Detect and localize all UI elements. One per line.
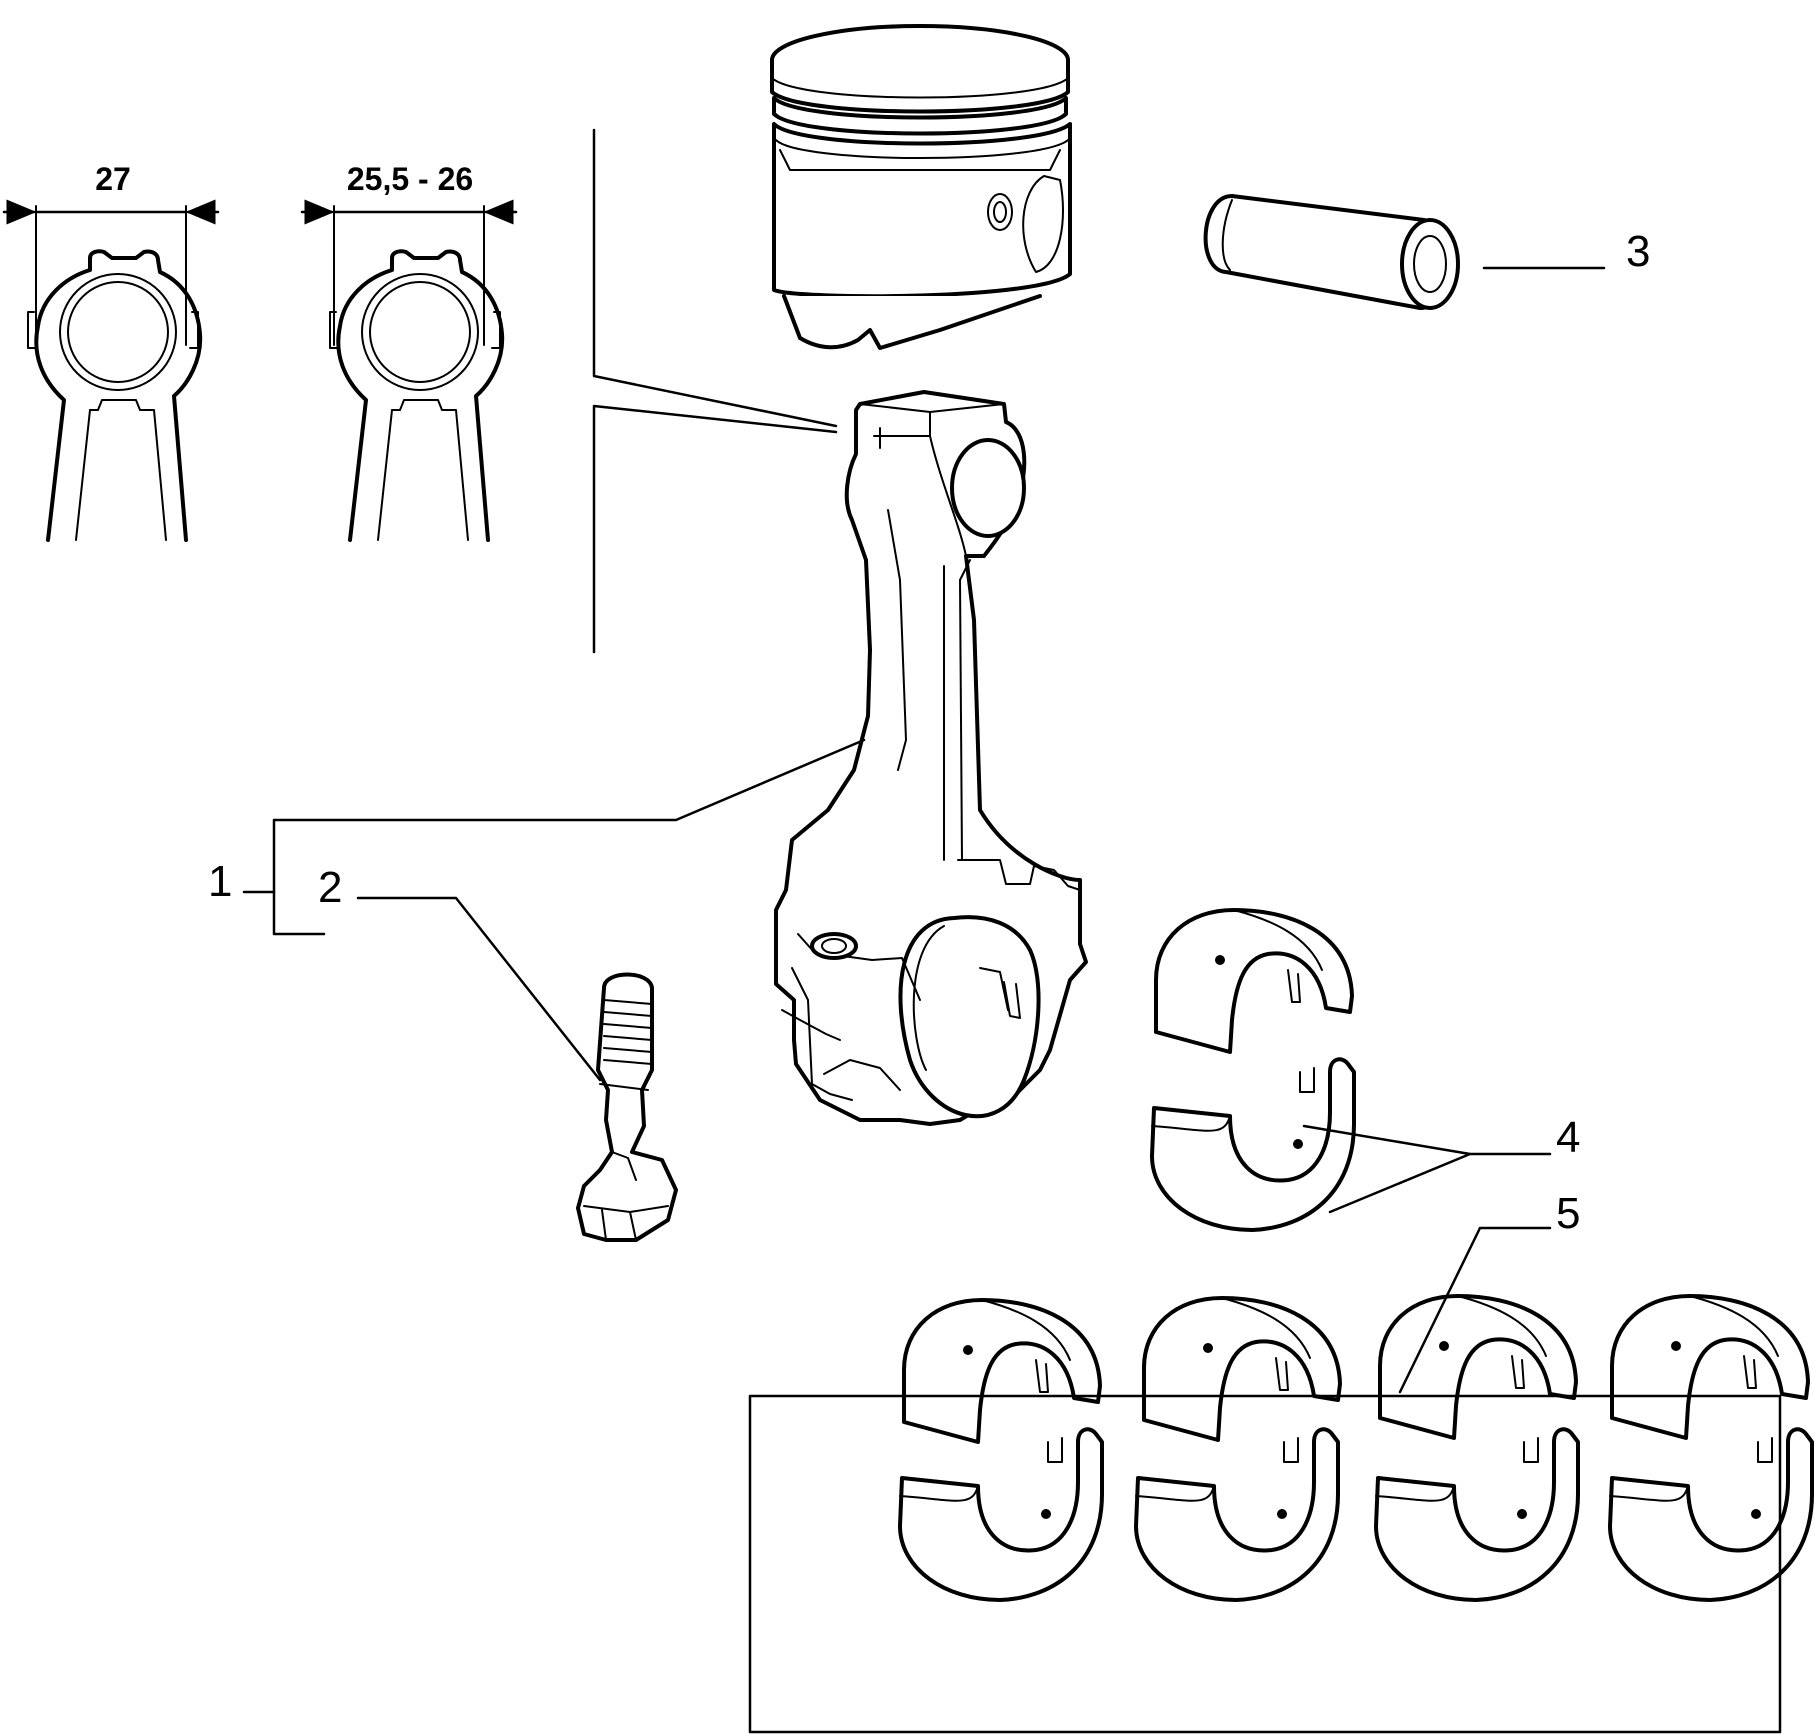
bearing-shell-pair-5a	[898, 1298, 1104, 1602]
callout-1: 1	[208, 857, 232, 906]
callout-2: 2	[318, 863, 342, 912]
dimension-line-left	[2, 199, 220, 346]
rod-bolt	[576, 972, 678, 1242]
bearing-shell-pair-4	[1150, 908, 1356, 1232]
callout-5: 5	[1556, 1189, 1580, 1238]
callout-4: 4	[1556, 1113, 1580, 1162]
bearing-shell-pair-5d	[1608, 1294, 1814, 1602]
bearing-shell-pair-5b	[1134, 1296, 1342, 1602]
view-reference-bracket	[592, 128, 838, 654]
rod-end-view-27	[26, 249, 203, 542]
piston-pin	[1203, 194, 1460, 310]
connecting-rod	[774, 390, 1088, 1126]
dimension-line-right	[300, 199, 518, 346]
leader-lines	[242, 266, 1606, 1394]
piston	[770, 24, 1072, 350]
item-5-frame	[748, 1394, 1782, 1734]
callout-3: 3	[1626, 227, 1650, 276]
rod-end-view-25-5	[328, 249, 505, 542]
dimension-label-27: 27	[95, 161, 131, 197]
dimension-label-25-5-26: 25,5 - 26	[347, 161, 473, 197]
bearing-shell-pair-5c	[1374, 1294, 1580, 1602]
